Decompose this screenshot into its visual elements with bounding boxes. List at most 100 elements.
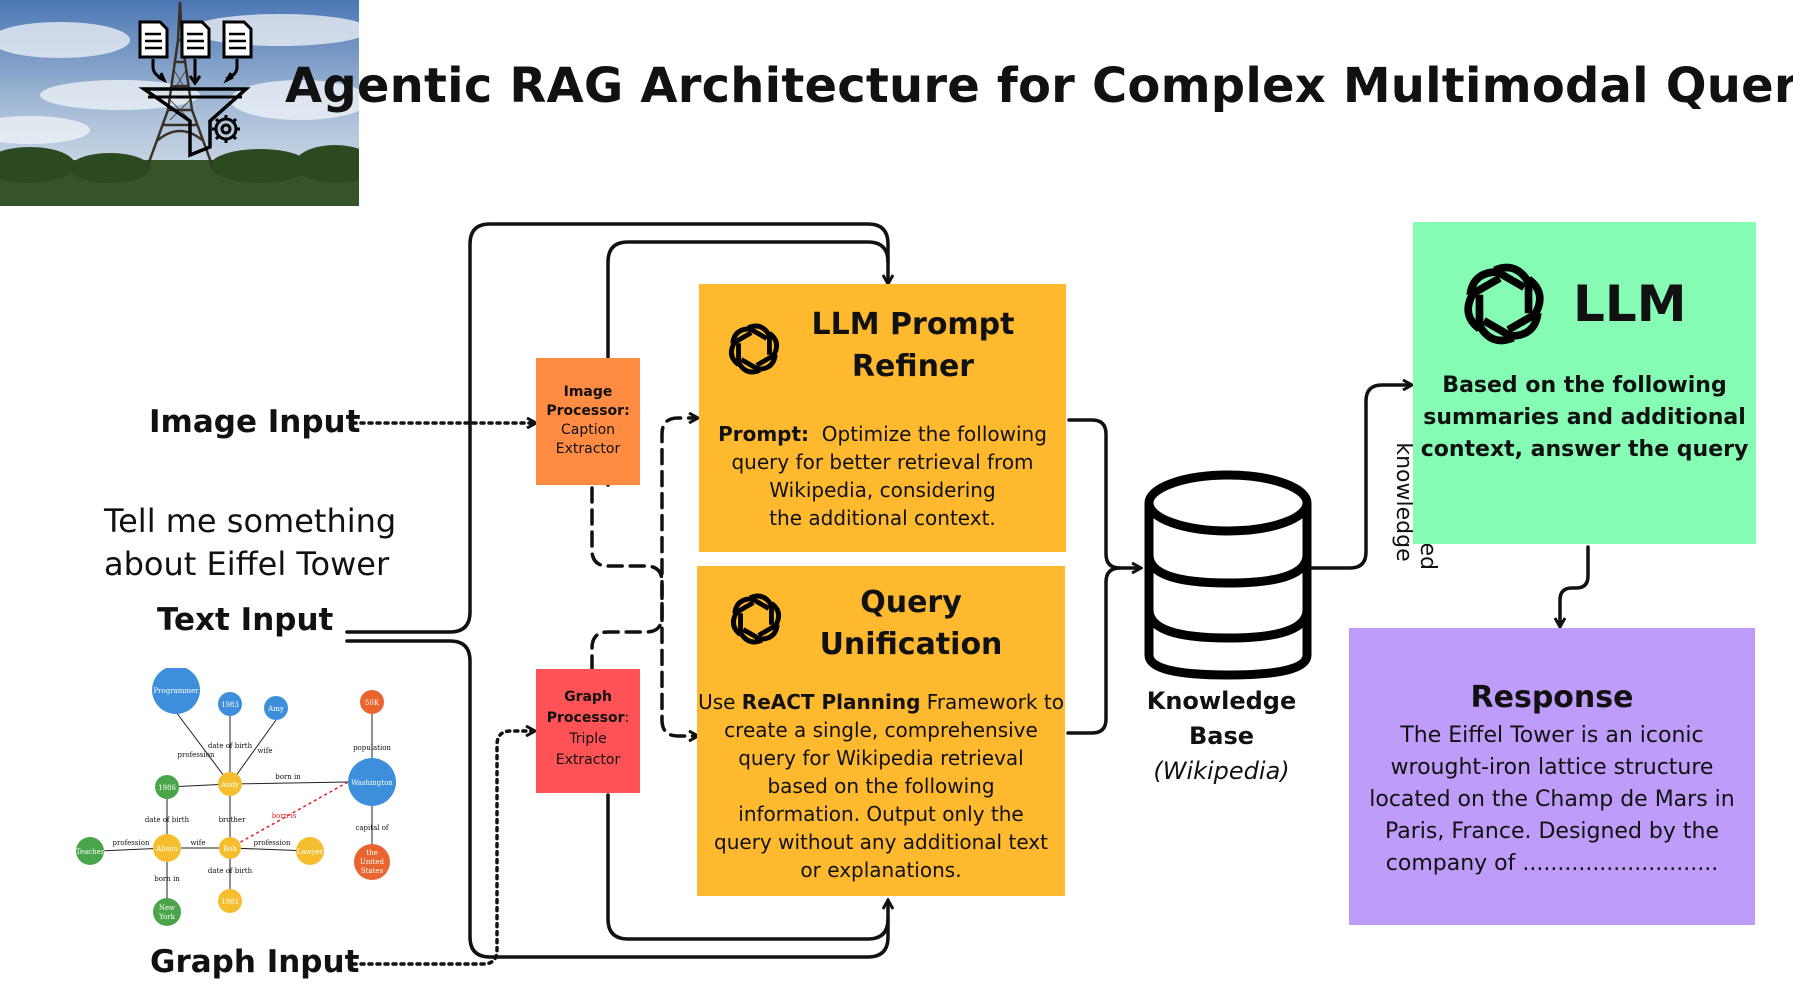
response-body-line: wrought-iron lattice structure <box>1390 755 1714 780</box>
response-box: Response The Eiffel Tower is an iconic w… <box>1349 628 1755 925</box>
unification-body-line: query without any additional text <box>714 830 1048 854</box>
image-to-unification-dashed <box>590 486 697 736</box>
query-unification-box: Query Unification Use ReACT Planning Fra… <box>697 566 1065 896</box>
knowledge-base-title: Base <box>1188 722 1255 750</box>
unification-body-line: based on the following <box>767 774 995 798</box>
loop-to-unification-line <box>606 793 890 941</box>
edge-label-line: knowledge <box>1391 442 1416 562</box>
database-icon <box>1144 470 1312 680</box>
unification-body-text: Framework to <box>926 690 1064 714</box>
graph-node-label: Amy <box>267 705 284 713</box>
graph-processor-title: Graph <box>564 689 612 705</box>
graph-node-label: 1986 <box>158 784 176 792</box>
unification-to-kb-line <box>1066 566 1122 735</box>
unification-body-line: Use ReACT Planning Framework to <box>697 688 1065 716</box>
prompt-refiner-box: LLM Prompt Refiner Prompt: Optimize the … <box>699 284 1066 552</box>
unification-framework: ReACT Planning <box>741 690 921 714</box>
graph-edge-label: population <box>353 744 391 752</box>
unification-body-line: create a single, comprehensive <box>724 718 1038 742</box>
graph-edge-label: born in <box>154 875 180 883</box>
graph-edge-label: date of birth <box>208 742 253 750</box>
llm-title: LLM <box>1573 275 1687 333</box>
loop-to-refiner-line <box>606 240 890 487</box>
graph-node-label: Programmer <box>153 687 199 695</box>
graph-edge-label: wife <box>191 839 206 847</box>
graph-node-label: 50K <box>365 699 380 707</box>
response-title: Response <box>1470 680 1634 715</box>
response-body-line: company of ............................ <box>1385 851 1719 876</box>
graph-node-label: 1983 <box>221 701 239 709</box>
graph-edge-label: wife <box>258 747 273 755</box>
response-body-line: The Eiffel Tower is an iconic <box>1400 723 1704 748</box>
graph-edge-label: born in <box>275 773 301 781</box>
text-query-line: about Eiffel Tower <box>104 545 390 583</box>
image-processor-line: Extractor <box>555 441 621 457</box>
graph-node-label: States <box>361 867 384 875</box>
document-funnel-gear-icon <box>138 20 253 158</box>
image-input-label: Image Input <box>149 404 361 440</box>
openai-logo-icon <box>729 323 779 375</box>
graph-input-label: Graph Input <box>150 944 360 980</box>
graph-node-label: 1981 <box>221 898 239 906</box>
graph-edge-label: brother <box>219 816 247 824</box>
graph-node-label: the <box>366 849 377 857</box>
knowledge-base-subtitle: (Wikipedia) <box>1153 757 1290 785</box>
unification-body-line: information. Output only the <box>738 802 1024 826</box>
graph-processor-title: Processor <box>546 710 625 726</box>
unification-title: Query <box>860 585 962 620</box>
graph-edge-label: profession <box>254 839 291 847</box>
graph-edge-label: born is <box>272 812 297 820</box>
openai-logo-icon <box>1464 263 1544 345</box>
refiner-body-line: Prompt: Optimize the following <box>699 420 1066 448</box>
refiner-body-line: Wikipedia, considering <box>769 478 996 502</box>
refiner-title: Refiner <box>851 349 975 384</box>
graph-edge-label: date of birth <box>208 867 253 875</box>
graph-node-label: York <box>158 913 176 921</box>
graph-input-arrow <box>351 731 534 966</box>
graph-node-label: New <box>159 904 175 912</box>
graph-processor-title-line: Processor: <box>536 708 640 729</box>
response-body-line: Paris, France. Designed by the <box>1384 819 1720 844</box>
kb-to-llm-line <box>1305 385 1411 570</box>
graph-processor-box: Graph Processor: Triple Extractor <box>536 669 640 793</box>
graph-processor-colon: : <box>624 710 630 726</box>
graph-edge-label: date of birth <box>145 816 190 824</box>
openai-logo-icon <box>731 593 781 645</box>
image-processor-line: Caption <box>560 422 616 438</box>
knowledge-base-title: Knowledge <box>1146 687 1297 715</box>
llm-to-response-line <box>1560 545 1590 626</box>
graph-node-label: Alison <box>155 845 178 853</box>
unification-body-line: or explanations. <box>800 858 962 882</box>
knowledge-graph-icon: date of birth wife profession born in po… <box>76 668 396 926</box>
text-to-unification-line <box>345 639 888 959</box>
text-query-line: Tell me something <box>104 502 397 540</box>
llm-body-line: Based on the following <box>1442 373 1727 398</box>
unification-body-text: Use <box>698 690 736 714</box>
refiner-body-text: Optimize the following <box>821 422 1047 446</box>
graph-edge-label: profession <box>113 839 150 847</box>
text-input-label: Text Input <box>157 602 334 638</box>
llm-box: LLM Based on the following summaries and… <box>1413 222 1756 544</box>
unification-title: Unification <box>819 627 1003 662</box>
refiner-prompt-label: Prompt: <box>718 422 810 446</box>
knowledge-base-label: Knowledge Base (Wikipedia) <box>1124 684 1319 789</box>
text-to-refiner-line <box>345 222 888 634</box>
page-title: Agentic RAG Architecture for Complex Mul… <box>285 58 1793 114</box>
graph-node-label: Teacher <box>76 848 105 856</box>
graph-node-label: United <box>360 858 385 866</box>
image-processor-box: Image Processor: Caption Extractor <box>536 358 640 485</box>
text-query: Tell me something about Eiffel Tower <box>104 500 396 586</box>
response-body-line: located on the Champ de Mars in <box>1369 787 1735 812</box>
llm-body-line: context, answer the query <box>1420 437 1749 462</box>
refiner-body-line: the additional context. <box>769 506 996 530</box>
image-processor-title: Image Processor: <box>546 384 630 419</box>
refiner-to-kb-line <box>1067 418 1140 568</box>
graph-to-refiner-dashed <box>590 418 697 672</box>
graph-node-label: Bob <box>223 845 237 853</box>
graph-processor-line: Triple <box>569 731 607 747</box>
unification-body-line: query for Wikipedia retrieval <box>738 746 1024 770</box>
graph-edge-label: capital of <box>355 824 389 832</box>
graph-node-label: Washington <box>351 779 393 787</box>
graph-edge-label: profession <box>178 751 215 759</box>
